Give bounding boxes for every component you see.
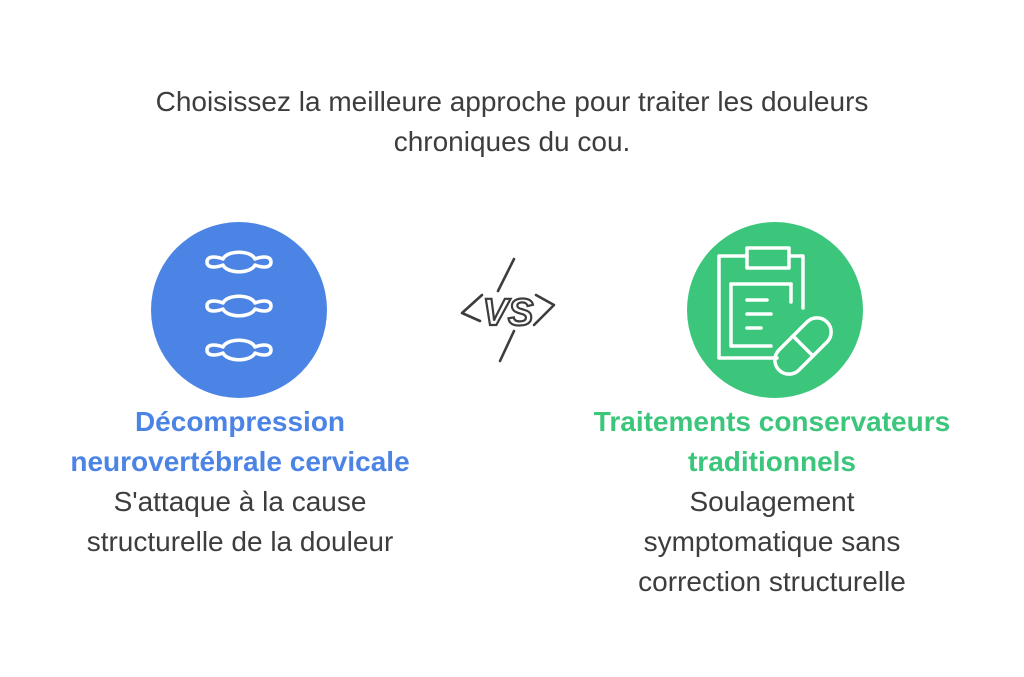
left-option-title: Décompression neurovertébrale cervicale xyxy=(70,406,410,477)
vs-label: VS xyxy=(483,292,534,334)
diagram-title: Choisissez la meilleure approche pour tr… xyxy=(155,86,869,157)
clipboard-pill-icon xyxy=(717,246,833,376)
left-option-description: S'attaque à la cause structurelle de la … xyxy=(86,486,394,557)
spine-icon xyxy=(205,250,273,362)
right-option-description: Soulagement symptomatique sans correctio… xyxy=(638,486,906,597)
right-option-title: Traitements conservateurs traditionnels xyxy=(593,406,951,477)
left-option-circle xyxy=(151,222,327,398)
lightning-vs-icon: VS xyxy=(460,257,556,363)
right-option-circle xyxy=(687,222,863,398)
